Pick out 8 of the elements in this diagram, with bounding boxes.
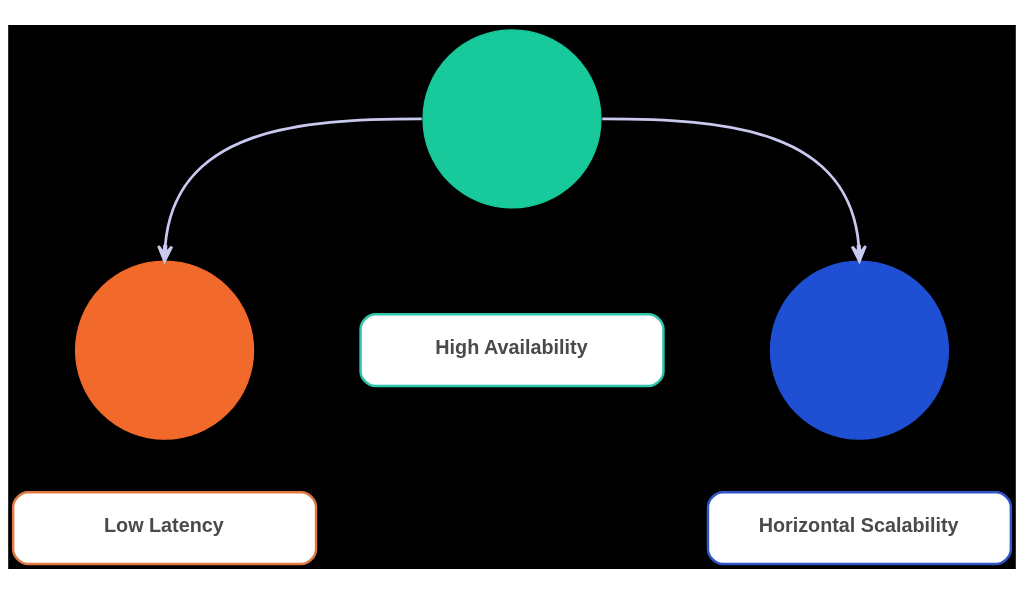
node-box: Horizontal Scalability bbox=[706, 491, 1013, 566]
arrow bbox=[157, 117, 422, 263]
node-box: Low Latency bbox=[11, 491, 318, 566]
node-box: High Availability bbox=[359, 313, 665, 388]
node-circle bbox=[769, 260, 950, 440]
node-circle bbox=[74, 260, 255, 440]
arrow bbox=[602, 117, 867, 263]
node-circle bbox=[422, 29, 602, 209]
